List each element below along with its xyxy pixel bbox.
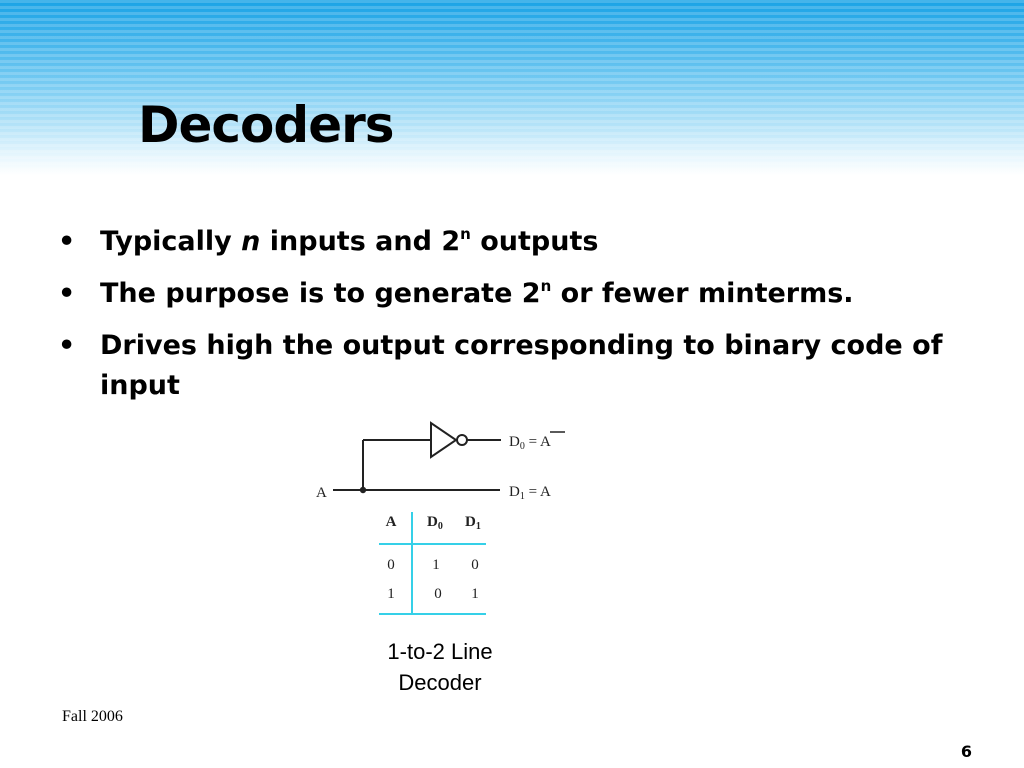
bullet-3-text: Drives high the output corresponding to … — [100, 330, 943, 401]
header-d1-subscript: 1 — [476, 521, 481, 532]
input-label-a: A — [316, 485, 327, 501]
bullet-1-text-c: outputs — [470, 226, 599, 257]
slide-title: Decoders — [138, 96, 395, 154]
header-gradient-band — [0, 0, 1024, 175]
d1-equals: = — [525, 484, 540, 500]
footer-date: Fall 2006 — [62, 708, 123, 725]
inverter-gate-icon — [430, 421, 458, 459]
header-d0-name: D — [427, 514, 438, 530]
d0-subscript: 0 — [520, 441, 525, 452]
output-d0-label: D0 = A — [509, 434, 551, 452]
bullet-2-superscript: n — [540, 277, 552, 295]
bullet-1-text-b: inputs and 2 — [260, 226, 461, 257]
bullet-1-text-a: Typically — [100, 226, 242, 257]
truth-table-row-1-d1: 0 — [471, 557, 479, 573]
caption-line-1: 1-to-2 Line — [387, 639, 493, 664]
bullet-2-text-a: The purpose is to generate 2 — [100, 278, 541, 309]
page-number: 6 — [960, 742, 972, 761]
bullet-item-3: Drives high the output corresponding to … — [58, 326, 958, 406]
junction-dot-icon — [359, 486, 367, 494]
bullet-item-2: The purpose is to generate 2n or fewer m… — [58, 274, 958, 317]
truth-table-row-2-d1: 1 — [471, 586, 479, 602]
truth-table-row-1-a: 0 — [387, 557, 395, 573]
caption-line-2: Decoder — [398, 670, 482, 695]
d1-expression: A — [540, 484, 551, 500]
truth-table-header-a: A — [386, 514, 397, 530]
decoder-diagram: A D0 = A D1 = A A D0 D1 0 1 0 1 0 1 — [316, 421, 565, 615]
truth-table-row-2-a: 1 — [387, 586, 395, 602]
bullet-item-1: Typically n inputs and 2n outputs — [58, 222, 958, 265]
diagram-caption: 1-to-2 Line Decoder — [340, 636, 540, 698]
header-d0-subscript: 0 — [438, 521, 443, 532]
truth-table-row-2-d0: 0 — [434, 586, 442, 602]
header-d1-name: D — [465, 514, 476, 530]
inverter-bubble-icon — [456, 434, 468, 446]
bullet-2-text-b: or fewer minterms. — [551, 278, 854, 309]
d0-equals: = — [525, 434, 540, 450]
header-a-name: A — [386, 514, 397, 530]
d1-name: D — [509, 484, 520, 500]
d0-name: D — [509, 434, 520, 450]
truth-table-header-d0: D0 — [427, 514, 443, 532]
d0-expression: A — [540, 434, 551, 450]
d1-subscript: 1 — [520, 491, 525, 502]
bullet-1-superscript: n — [460, 225, 471, 243]
truth-table-header-d1: D1 — [465, 514, 481, 532]
truth-table-row-1-d0: 1 — [432, 557, 440, 573]
bullet-1-var-n: n — [241, 226, 261, 257]
bullet-list: Typically n inputs and 2n outputs The pu… — [58, 222, 958, 415]
truth-table: A D0 D1 0 1 0 1 0 1 — [379, 512, 486, 615]
output-d1-label: D1 = A — [509, 484, 551, 502]
